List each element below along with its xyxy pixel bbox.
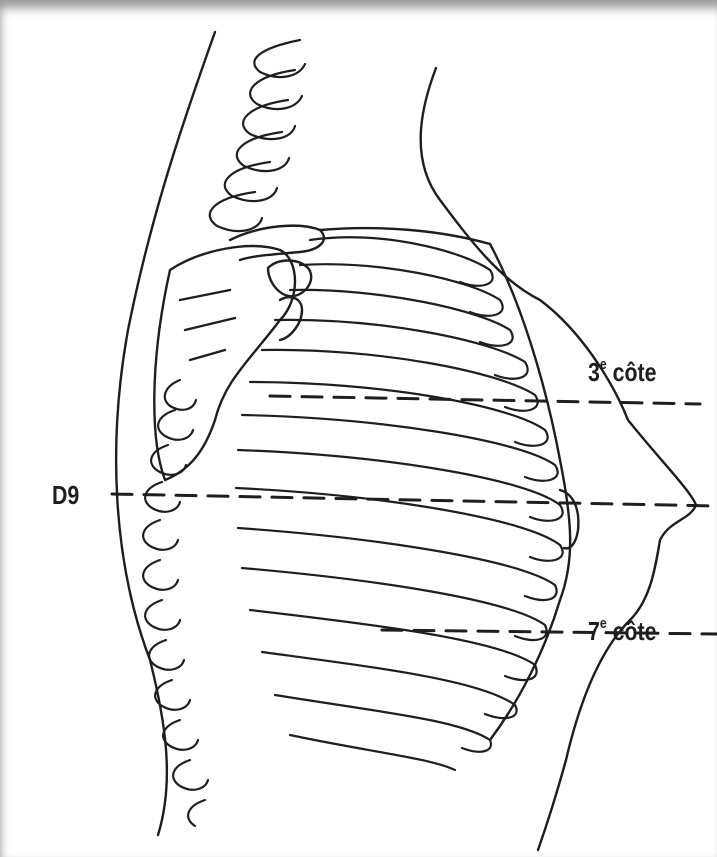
label-rib-7-number: 7 (588, 616, 600, 646)
label-rib-3-number: 3 (588, 357, 600, 387)
scapula (154, 246, 295, 480)
spine (143, 40, 305, 826)
label-rib-7-word: côte (613, 616, 657, 646)
label-rib-7-superscript: e (600, 615, 607, 632)
ribs (236, 237, 563, 770)
label-rib-3: 3e côte (588, 356, 656, 388)
label-d9: D9 (52, 480, 79, 511)
front-contour (421, 68, 696, 850)
label-rib-3-word: côte (613, 357, 657, 387)
costal-margin (490, 244, 570, 740)
reference-lines (112, 396, 717, 634)
back-contour (116, 32, 215, 835)
label-rib-7: 7e côte (588, 615, 656, 647)
label-rib-3-superscript: e (600, 356, 607, 373)
label-d9-text: D9 (52, 480, 79, 510)
line-rib-3 (270, 396, 700, 404)
